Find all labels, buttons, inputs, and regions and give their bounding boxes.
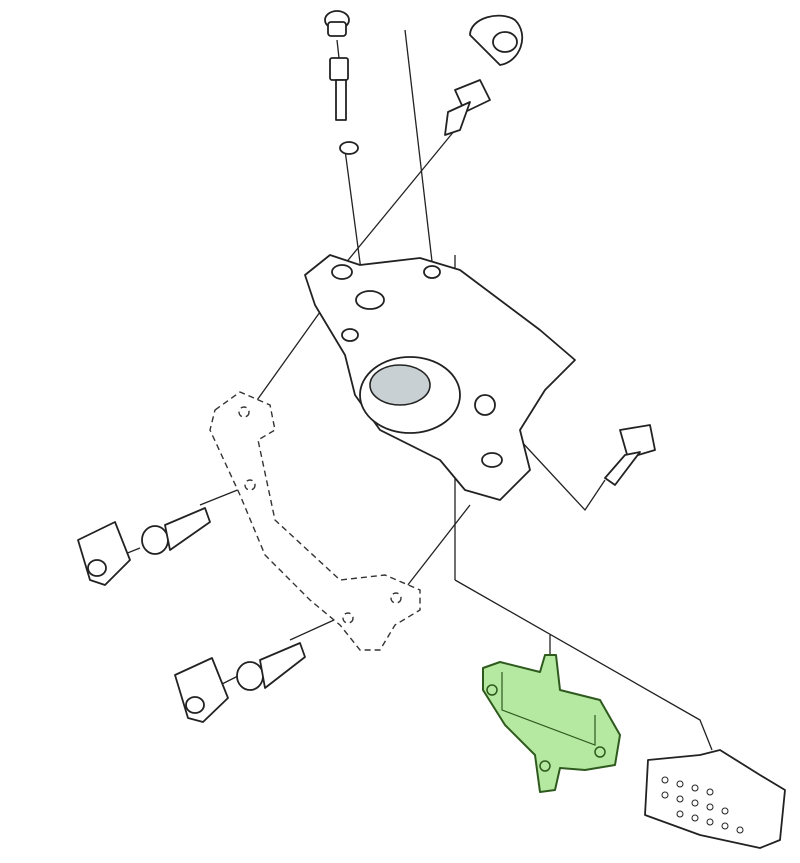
bleed-nipple-cap [324,10,350,37]
adapter-bolt-lower [236,642,306,691]
bleed-nipple [329,39,349,121]
brake-pad [644,749,786,849]
fixing-bolt-top [444,79,491,136]
mount-adapter [209,391,421,651]
o-ring [339,141,359,155]
caliper-body [304,254,576,501]
pad-spacer [482,654,621,793]
adapter-bolt-upper [141,507,211,555]
caliper-bolt-right [604,424,656,486]
adapter-clip-upper [77,521,131,586]
fixing-bolt-clip-top [469,14,524,66]
adapter-clip-lower [174,657,229,723]
